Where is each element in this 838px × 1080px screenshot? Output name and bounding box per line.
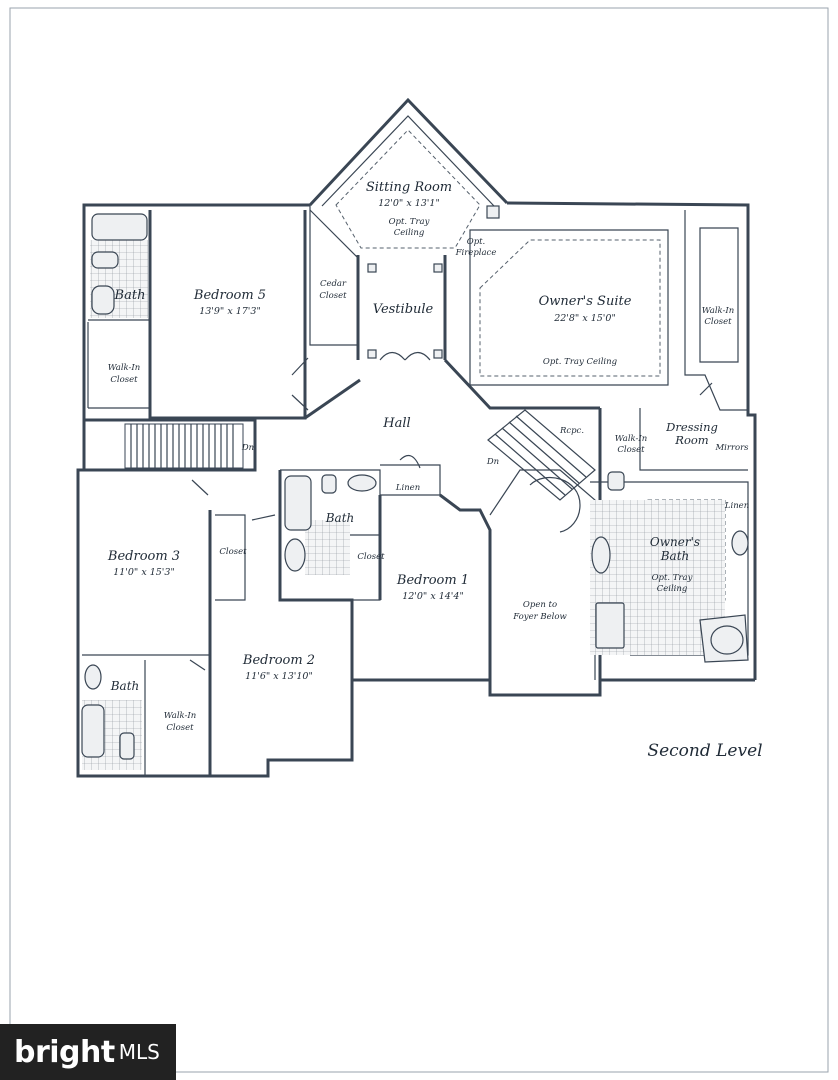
owner-walk-in-line1: Walk-In [702,306,735,316]
bath-center-label: Bath [325,511,355,525]
sitting-room-note2: Ceiling [394,228,425,238]
logo-mls-text: MLS [118,1040,160,1064]
owners-bath-note1: Opt. Tray [652,573,693,583]
owners-suite-note: Opt. Tray Ceiling [543,357,618,367]
dressing-walk-in-line2: Closet [617,445,645,455]
stairs-left [124,423,244,469]
opt-fireplace-line1: Opt. [467,237,486,247]
opt-fireplace-line2: Fireplace [455,248,497,258]
cedar-closet-line2: Closet [319,291,347,301]
bedroom1-label: Bedroom 1 [396,573,469,588]
plan-title: Second Level [647,741,762,761]
owner-tray-ceiling [479,239,661,377]
bedroom1-dim: 12'0" x 14'4" [402,591,464,602]
bedroom3-label: Bedroom 3 [107,549,180,564]
dressing-room-line2: Room [674,433,709,447]
owners-suite-label: Owner's Suite [539,294,632,309]
walk-in-bed5-line2: Closet [110,375,138,385]
tile-bath-center [305,520,350,575]
bedroom2-dim: 11'6" x 13'10" [245,671,313,682]
bedroom3-dim: 11'0" x 15'3" [113,567,175,578]
bedroom5-label: Bedroom 5 [193,288,266,303]
closet-bed1-label: Closet [357,552,385,562]
open-foyer-line2: Foyer Below [512,612,567,622]
sitting-room-label: Sitting Room [366,180,452,195]
walk-in-bed3-line2: Closet [166,723,194,733]
interior-walls [82,205,749,776]
bedroom5-dim: 13'9" x 17'3" [199,306,261,317]
owners-bath-line2: Bath [660,549,690,563]
sitting-room-dim: 12'0" x 13'1" [378,198,440,209]
fixtures [81,205,749,760]
owner-walk-in-line2: Closet [704,317,732,327]
owners-suite-dim: 22'8" x 15'0" [553,313,616,324]
walk-in-bed3-line1: Walk-In [164,711,197,721]
dressing-walk-in-line1: Walk-In [615,434,648,444]
sitting-tray-ceiling [335,129,481,249]
open-foyer-line1: Open to [523,600,557,610]
stairs-right [487,409,596,533]
bath-bed5-label: Bath [114,288,146,303]
sitting-room-note1: Opt. Tray [389,217,430,227]
owners-bath-note2: Ceiling [657,584,688,594]
mirrors-label: Mirrors [714,443,749,453]
page-border [9,7,829,1073]
recpc-label: Rcpc. [559,426,584,436]
walk-in-bed5-line1: Walk-In [108,363,141,373]
bright-mls-logo: bright MLS [0,1024,176,1080]
vestibule-label: Vestibule [373,302,434,317]
cedar-closet-line1: Cedar [320,279,347,289]
dressing-room-line1: Dressing [665,420,718,434]
linen-hall-label: Linen [395,483,420,493]
hall-label: Hall [382,416,410,431]
bath-bed3-label: Bath [110,679,140,693]
bedroom2-label: Bedroom 2 [242,653,315,668]
dn-right-label: Dn [486,457,499,467]
linen-right-label: Linen [724,501,749,511]
exterior-walls [76,97,757,778]
door-swings [189,351,713,671]
dn-left-label: Dn [241,443,254,453]
closet-bed2-label: Closet [219,547,247,557]
owners-bath-line1: Owner's [650,535,700,549]
logo-brand-text: bright [14,1034,115,1070]
